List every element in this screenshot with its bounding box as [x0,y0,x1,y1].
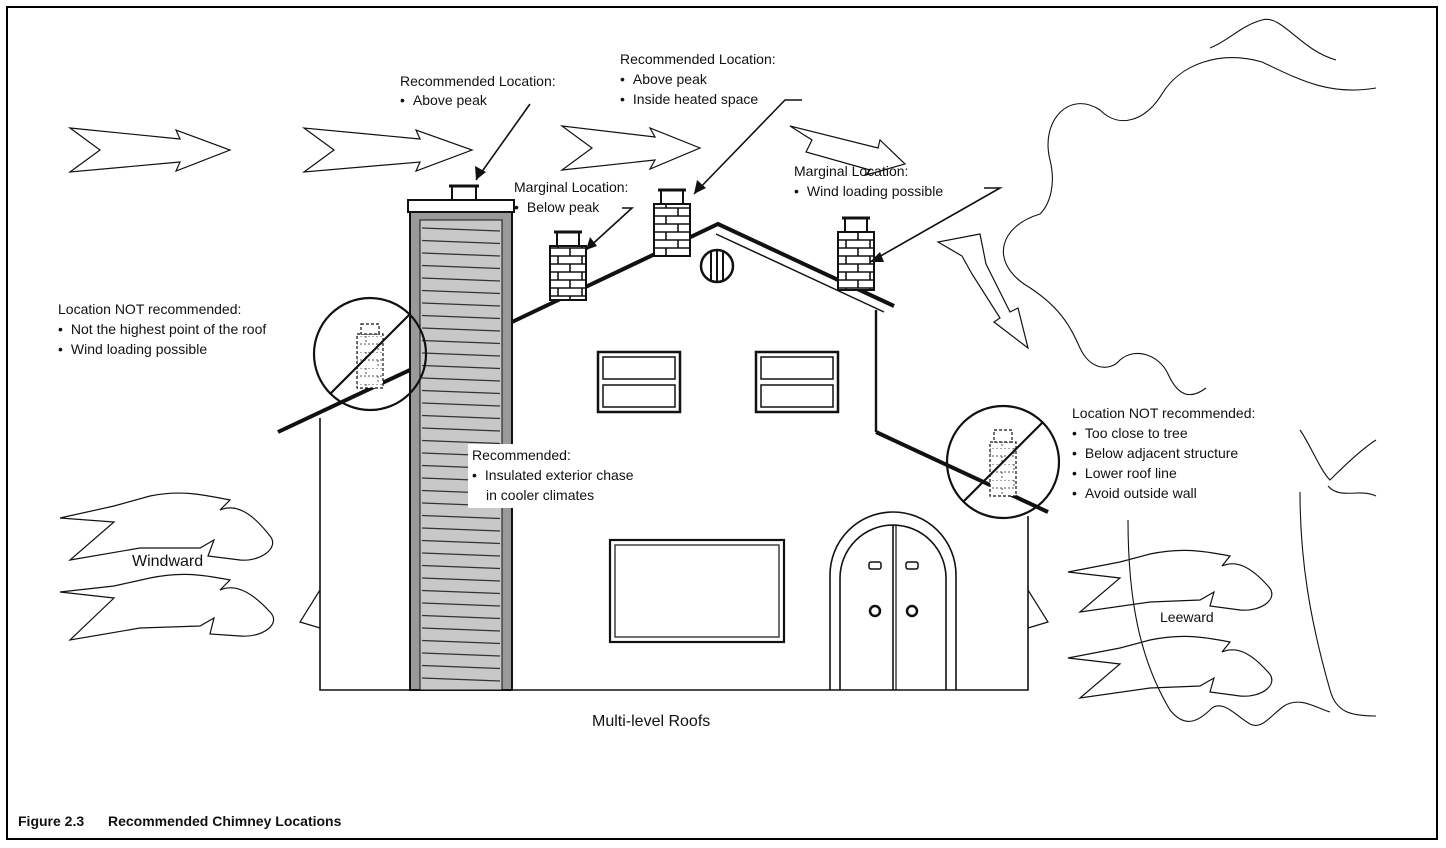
callout-bullet: Inside heated space [633,91,759,107]
wind-arrow-icon [559,125,702,171]
callout-bullet: Avoid outside wall [1085,485,1197,501]
house-wall-left [319,418,1029,691]
callout-heading: Recommended Location: [400,73,556,89]
figure-number: Figure 2.3 [18,813,84,829]
svg-text:•Not the highest point of the: •Not the highest point of the roof [58,321,266,337]
prohibited-icon [312,296,428,412]
callout-heading: Location NOT recommended: [1072,405,1255,421]
svg-text:•Too close to tree: •Too close to tree [1072,425,1188,441]
callout-bullet: Wind loading possible [71,341,207,357]
figure-title: Recommended Chimney Locations [108,813,342,829]
callout-not-recommended-left: Location NOT recommended: •Not the highe… [58,301,266,357]
leader-lines [475,99,1004,263]
wind-arrow-icon [301,127,474,173]
callout-not-recommended-right: Location NOT recommended: •Too close to … [1072,405,1255,501]
windward-arrow-upper-icon [59,492,274,561]
attic-vent-icon [699,248,735,284]
leeward-arrow-lower-icon [1067,635,1273,699]
not-recommended-right-marker [945,404,1061,520]
roof-lower-right [875,430,1049,514]
chimney-below-peak [549,230,587,301]
svg-text:•Wind loading possible: •Wind loading possible [58,341,207,357]
callout-bullet: Below adjacent structure [1085,445,1239,461]
callout-heading: Recommended Location: [620,51,776,67]
callout-exterior-chase: Recommended: •Insulated exterior chase i… [468,444,678,508]
callout-bullet-continued: in cooler climates [486,487,594,503]
svg-text:•Below adjacent structure: •Below adjacent structure [1072,445,1238,461]
svg-text:•Above peak: •Above peak [620,71,708,87]
diagram-caption: Multi-level Roofs [592,713,710,730]
wind-arrow-down-icon [936,233,1029,350]
leader-arrowheads [475,166,884,262]
callout-bullet: Above peak [633,71,708,87]
wind-arrows-top [67,125,907,177]
callout-heading: Location NOT recommended: [58,301,241,317]
callout-above-peak-heated: Recommended Location: •Above peak •Insid… [620,51,776,107]
chimney-inside-heated [653,188,691,257]
chimney-wind-loading [837,216,875,291]
callout-bullet: Wind loading possible [807,183,943,199]
callout-bullet: Insulated exterior chase [485,467,634,483]
window-left [596,350,682,414]
callout-heading: Marginal Location: [794,163,908,179]
callout-bullet: Lower roof line [1085,465,1177,481]
svg-text:•Below peak: •Below peak [514,199,600,215]
house [277,221,1049,691]
shrub-left [299,589,321,629]
callout-above-peak-left: Recommended Location: •Above peak [400,73,556,108]
svg-text:•Avoid outside wall: •Avoid outside wall [1072,485,1197,501]
not-recommended-left-marker [312,296,428,412]
shrub-right [1027,589,1049,629]
windward-label: Windward [132,553,203,570]
leeward-label: Leeward [1160,609,1214,625]
svg-text:•Lower roof line: •Lower roof line [1072,465,1177,481]
callout-bullet: Above peak [413,92,488,108]
callout-heading: Marginal Location: [514,179,628,195]
figure-frame [6,6,1438,840]
wind-swooshes [59,492,1273,699]
callout-bullet: Too close to tree [1085,425,1188,441]
callout-bullet: Below peak [527,199,600,215]
svg-text:•Above peak: •Above peak [400,92,488,108]
leeward-arrow-upper-icon [1067,549,1273,613]
wind-arrow-icon [67,127,232,173]
wind-arrow-icon [789,125,907,177]
svg-text:•Insulated exterior chase: •Insulated exterior chase [472,467,634,483]
prohibited-icon [945,404,1061,520]
svg-text:•Wind loading possible: •Wind loading possible [794,183,943,199]
callout-heading: Recommended: [472,447,571,463]
window-right [754,350,840,414]
windward-arrow-lower-icon [59,573,275,641]
picture-window [608,538,786,644]
callout-marginal-below-peak: Marginal Location: •Below peak [514,179,628,215]
front-door [829,511,957,690]
callout-marginal-wind: Marginal Location: •Wind loading possibl… [794,163,943,199]
exterior-chase-chimney [407,184,515,691]
svg-text:•Inside heated space: •Inside heated space [620,91,758,107]
callout-bullet: Not the highest point of the roof [71,321,266,337]
tree [1003,18,1377,726]
